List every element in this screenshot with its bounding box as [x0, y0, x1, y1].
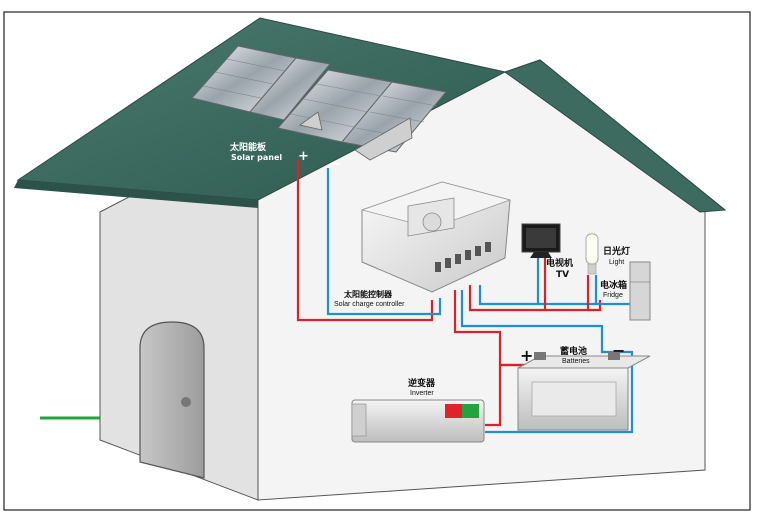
battery-plus: + [520, 346, 533, 365]
panel-positive-wire [296, 160, 434, 322]
solar-panel-label-en: Solar panel [231, 153, 282, 162]
solar-panel-2 [249, 57, 331, 121]
inverter-label-cn: 逆变器 [408, 377, 436, 389]
solar-panels [191, 45, 447, 161]
controller-label-cn: 太阳能控制器 [343, 289, 393, 299]
battery-label-en: Batteries [562, 358, 590, 365]
fridge-label-cn: 电冰箱 [600, 279, 627, 291]
panel-negative-wire [326, 168, 442, 316]
inverter-icon [351, 399, 485, 443]
inverter-positive-wire [485, 363, 528, 427]
solar-panel-plus: + [298, 149, 309, 164]
light-icon [585, 233, 599, 275]
inverter-label-en: Inverter [410, 390, 434, 397]
door-knob [181, 397, 191, 407]
battery-minus: − [612, 341, 625, 360]
battery-icon [517, 352, 651, 431]
fridge-label-en: Fridge [603, 292, 623, 299]
tv-icon [521, 223, 561, 258]
solar-panel-minus: − [329, 156, 341, 172]
load-negative-wire [478, 285, 630, 306]
light-label-en: Light [609, 259, 624, 266]
tv-label-en: TV [556, 270, 569, 280]
solar-panel-label-cn: 太阳能板 [229, 141, 267, 153]
battery-label-cn: 蓄电池 [560, 345, 587, 357]
light-label-cn: 日光灯 [603, 245, 630, 257]
fridge-icon [629, 261, 651, 321]
door [139, 321, 205, 479]
wires [296, 160, 634, 434]
charge-controller [360, 181, 512, 293]
tv-label-cn: 电视机 [546, 257, 573, 269]
controller-label-en: Solar charge controller [334, 301, 405, 308]
